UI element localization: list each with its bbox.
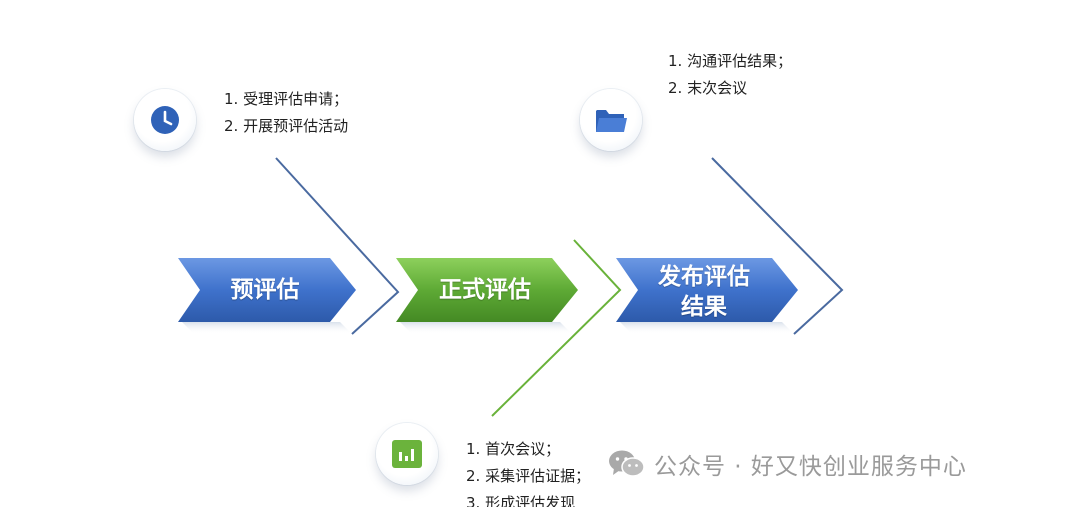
- note-line: 2. 末次会议: [668, 79, 748, 97]
- connector-publish: [711, 157, 844, 335]
- note-line: 1. 首次会议；: [466, 440, 561, 458]
- bar-chart-icon-badge: [376, 423, 438, 485]
- wechat-icon: [609, 450, 645, 477]
- connector-pre: [275, 157, 400, 335]
- folder-icon-badge: [580, 89, 642, 151]
- clock-icon: [151, 106, 179, 134]
- stage-3-shadow: [620, 322, 794, 334]
- stage-2-label: 正式评估: [439, 277, 531, 303]
- stage-1-shadow: [182, 322, 352, 334]
- publish-results-notes: 1. 沟通评估结果； 2. 末次会议: [668, 48, 792, 102]
- watermark-text: 公众号 · 好又快创业服务中心: [654, 454, 967, 480]
- stage-1-chevron: [178, 258, 356, 322]
- note-line: 2. 采集评估证据；: [466, 467, 591, 485]
- note-line: 1. 沟通评估结果；: [668, 52, 793, 70]
- watermark: 公众号 · 好又快创业服务中心: [608, 444, 967, 484]
- stage-2-chevron: [396, 258, 578, 322]
- folder-icon: [596, 110, 627, 132]
- note-line: 3. 形成评估发现: [466, 494, 576, 507]
- stage-3-label: 发布评估结果: [658, 264, 750, 320]
- note-line: 2. 开展预评估活动: [224, 117, 349, 135]
- stage-3-chevron: [616, 258, 798, 322]
- stage-2-shadow: [400, 322, 572, 334]
- note-line: 1. 受理评估申请；: [224, 90, 349, 108]
- pre-assessment-notes: 1. 受理评估申请； 2. 开展预评估活动: [224, 86, 348, 140]
- bar-chart-icon: [392, 440, 422, 468]
- stage-1-label: 预评估: [230, 277, 300, 303]
- formal-assessment-notes: 1. 首次会议； 2. 采集评估证据； 3. 形成评估发现: [466, 436, 590, 507]
- clock-icon-badge: [134, 89, 196, 151]
- connector-formal: [491, 239, 622, 417]
